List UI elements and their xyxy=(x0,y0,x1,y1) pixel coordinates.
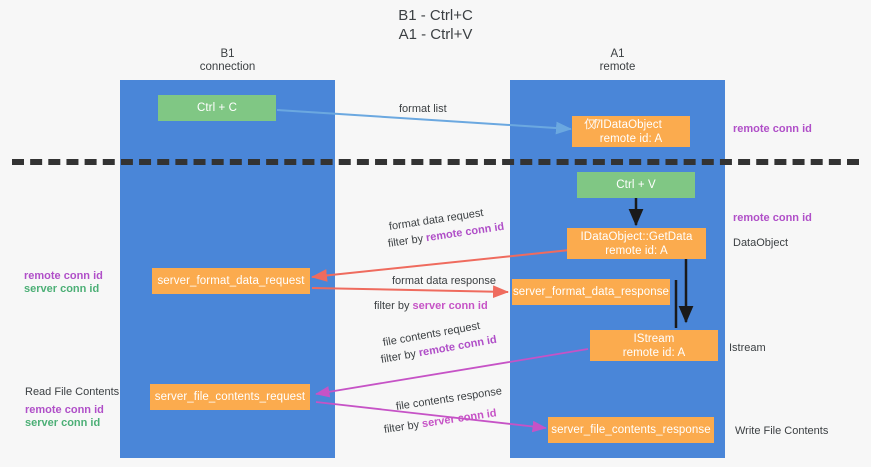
node-ctrl-v-label: Ctrl + V xyxy=(616,179,656,191)
node-server-format-data-response-label: server_format_data_response xyxy=(512,286,670,298)
annotation-left-server-conn-id-2: server conn id xyxy=(25,416,100,430)
swimlane-a1-sub: remote xyxy=(599,61,636,73)
node-idataobject-label: IDataObject xyxy=(600,118,662,131)
swimlane-header-b1: B1 connection xyxy=(120,48,335,74)
edge-label-format-list: format list xyxy=(399,102,447,116)
annotation-dataobject-text: DataObject xyxy=(733,237,789,249)
node-istream[interactable]: IStream remote id: A xyxy=(590,330,718,361)
node-istream-subtitle: remote id: A xyxy=(622,346,686,359)
annotation-remote-conn-id-top-text: remote conn id xyxy=(733,123,812,135)
swimlane-b1-name: B1 xyxy=(220,48,235,60)
node-ctrl-c[interactable]: Ctrl + C xyxy=(158,95,276,121)
node-server-file-contents-request[interactable]: server_file_contents_request xyxy=(150,384,310,410)
filter-prefix: filter by xyxy=(387,232,427,250)
swimlane-a1-name: A1 xyxy=(610,48,625,60)
node-istream-label: IStream xyxy=(633,332,675,345)
node-server-format-data-request-label: server_format_data_request xyxy=(157,275,305,287)
node-server-format-data-response[interactable]: server_format_data_response xyxy=(512,279,670,305)
annotation-left-server-conn-id: server conn id xyxy=(24,282,99,296)
node-idataobject-subtitle: remote id: A xyxy=(599,132,663,145)
annotation-dataobject: DataObject xyxy=(733,236,788,250)
annotation-left-server-conn-id-text: server conn id xyxy=(24,283,100,295)
edge-label-format-data-response-filter: filter by server conn id xyxy=(374,299,488,313)
node-idataobject-title: 仅f7 IDataObject xyxy=(584,118,662,132)
edge-label-format-data-response-text: format data response xyxy=(392,275,496,287)
annotation-remote-conn-id-top: remote conn id xyxy=(733,122,812,136)
node-server-file-contents-response-label: server_file_contents_response xyxy=(551,424,711,436)
node-getdata-subtitle: remote id: A xyxy=(605,244,668,257)
filter-key-server-conn-id: server conn id xyxy=(412,300,488,312)
annotation-left-server-conn-id-2-text: server conn id xyxy=(25,417,101,429)
annotation-istream-text: Istream xyxy=(729,342,766,354)
annotation-remote-conn-id-mid: remote conn id xyxy=(733,211,812,225)
filter-key-server-conn-id: server conn id xyxy=(421,407,498,431)
swimlane-b1-sub: connection xyxy=(199,61,256,73)
edge-label-format-data-response: format data response xyxy=(392,274,496,288)
filter-prefix: filter by xyxy=(379,347,420,366)
node-idataobject-getdata[interactable]: IDataObject::GetData remote id: A xyxy=(567,228,706,259)
annotation-read-file-contents-text: Read File Contents xyxy=(25,386,120,398)
node-ctrl-c-label: Ctrl + C xyxy=(196,102,238,114)
filter-prefix: filter by xyxy=(374,300,413,312)
annotation-remote-conn-id-mid-text: remote conn id xyxy=(733,212,812,224)
page-title: B1 - Ctrl+C A1 - Ctrl+V xyxy=(0,6,871,44)
node-idataobject[interactable]: 仅f7 IDataObject remote id: A xyxy=(572,116,690,147)
annotation-left-remote-conn-id-2: remote conn id xyxy=(25,403,104,417)
edge-label-format-list-text: format list xyxy=(399,103,447,115)
section-divider xyxy=(12,159,859,165)
node-server-format-data-request[interactable]: server_format_data_request xyxy=(152,268,310,294)
swimlane-header-a1: A1 remote xyxy=(510,48,725,74)
node-getdata-label: IDataObject::GetData xyxy=(580,230,693,243)
annotation-left-remote-conn-id: remote conn id xyxy=(24,269,103,283)
annotation-left-remote-conn-id-2-text: remote conn id xyxy=(25,404,104,416)
node-server-file-contents-request-label: server_file_contents_request xyxy=(154,391,306,403)
annotation-left-remote-conn-id-text: remote conn id xyxy=(24,270,103,282)
node-idataobject-ghost-text: 仅f7 xyxy=(584,118,601,131)
annotation-write-file-contents: Write File Contents xyxy=(735,424,828,438)
annotation-istream: Istream xyxy=(729,341,766,355)
annotation-read-file-contents: Read File Contents xyxy=(25,385,119,399)
arrow-format-data-response xyxy=(311,285,509,299)
title-line-2: A1 - Ctrl+V xyxy=(398,26,473,43)
title-line-1: B1 - Ctrl+C xyxy=(398,7,473,24)
filter-prefix: filter by xyxy=(383,418,423,436)
node-server-file-contents-response[interactable]: server_file_contents_response xyxy=(548,417,714,443)
annotation-write-file-contents-text: Write File Contents xyxy=(735,425,829,437)
node-ctrl-v[interactable]: Ctrl + V xyxy=(577,172,695,198)
